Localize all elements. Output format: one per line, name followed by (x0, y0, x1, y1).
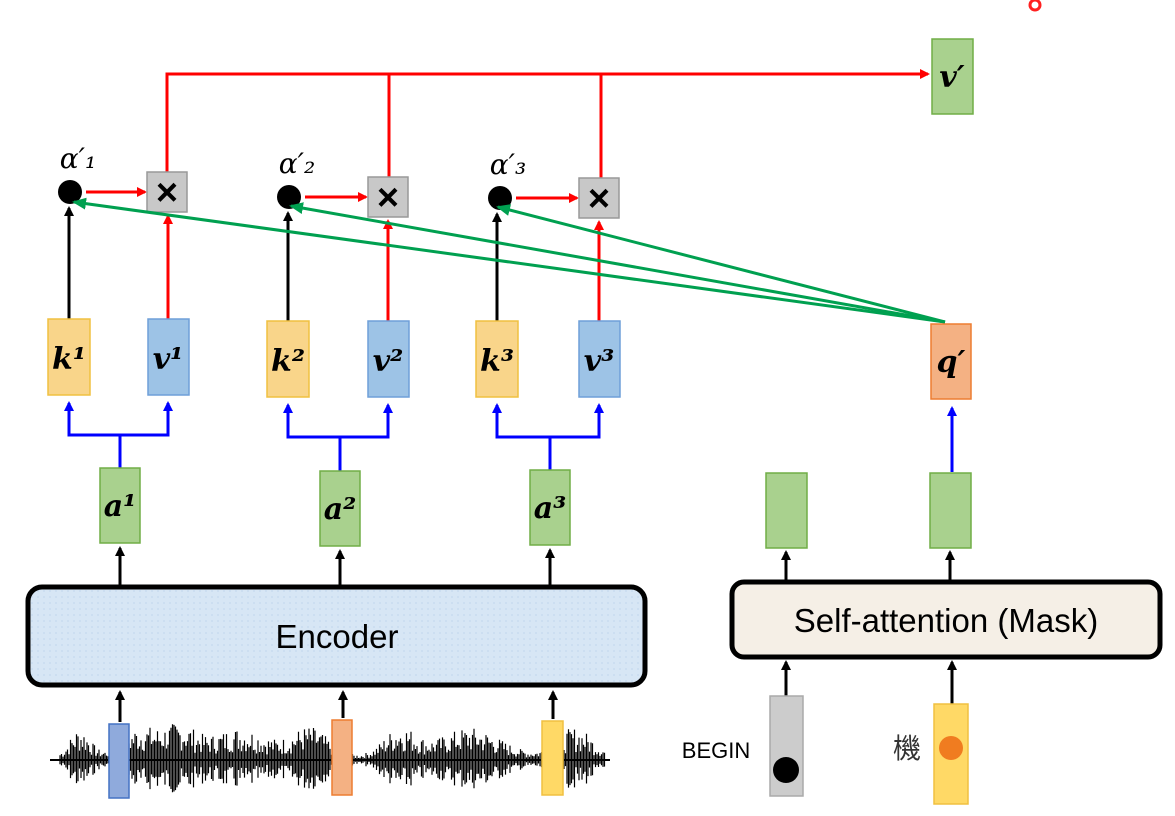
value-label-1: v¹ (153, 342, 184, 377)
self-attention-label: Self-attention (Mask) (794, 602, 1098, 639)
attention-columns: α′₁ × k¹ v¹ a¹ α′₂ × k² v² a² α′₃ × k³ v³ a³ (47, 142, 621, 587)
multiply-icon-2: × (377, 177, 399, 219)
attention-score-dot-1 (58, 180, 82, 204)
v-prime-box (931, 38, 974, 115)
attention-score-dot-3 (488, 186, 512, 210)
value-label-3: v³ (584, 344, 615, 379)
char-token-dot (939, 736, 963, 760)
projection-to-key-3 (492, 403, 552, 470)
encoder-output-box-1 (99, 467, 141, 544)
multiply-box-3 (578, 177, 620, 219)
query-line-1 (72, 197, 946, 324)
value-box-3 (578, 320, 621, 398)
char-label: 機 (893, 733, 921, 764)
projection-to-value-2 (340, 403, 393, 439)
query-q-prime: q′ (930, 323, 972, 472)
key-label-2: k² (271, 344, 305, 379)
self-attention-block: Self-attention (Mask) (729, 579, 1163, 660)
key-label-1: k¹ (52, 342, 86, 377)
encoder-output-label-2: a² (324, 492, 357, 527)
encoder-output-label-3: a³ (534, 491, 567, 526)
v-prime-label: v′ (939, 60, 964, 95)
audio-waveform (50, 724, 610, 793)
multiply-icon-3: × (588, 178, 610, 220)
multiply-icon-1: × (156, 172, 178, 214)
encoder-block: Encoder (25, 584, 648, 688)
output-v-prime: v′ (931, 38, 974, 115)
key-label-3: k³ (480, 344, 514, 379)
value-sum-lines (165, 69, 930, 182)
projection-to-value-3 (550, 403, 604, 439)
key-box-3 (475, 320, 519, 398)
projection-to-key-1 (64, 401, 122, 468)
encoder-output-box-3 (529, 469, 571, 546)
frame-marker-1 (108, 723, 130, 799)
encoder-output-label-1: a¹ (104, 489, 137, 524)
query-line-2 (289, 202, 946, 324)
query-line-3 (496, 204, 946, 324)
begin-token-dot (773, 757, 799, 783)
alpha-label-3: α′₃ (490, 148, 527, 181)
encoder-box (25, 584, 648, 688)
begin-label: BEGIN (682, 738, 750, 763)
frame-marker-2 (331, 719, 353, 796)
multiply-box-2 (367, 176, 409, 218)
query-lines (72, 197, 946, 324)
frame-marker-3 (541, 720, 564, 796)
decoder-input-begin: BEGIN (682, 695, 804, 797)
attention-score-dot-2 (277, 185, 301, 209)
q-prime-box (930, 323, 972, 400)
projection-to-key-2 (283, 403, 342, 471)
attention-column-1: α′₁ × k¹ v¹ a¹ (47, 142, 190, 587)
q-prime-label: q′ (937, 345, 966, 380)
multiply-box-1 (146, 171, 188, 213)
decoder-input-char: 機 (893, 703, 969, 805)
decoder-output-1 (765, 472, 808, 549)
projection-to-value-1 (120, 401, 173, 437)
alpha-label-1: α′₁ (60, 142, 97, 175)
value-box-2 (367, 320, 410, 398)
decoder-output-2 (929, 472, 972, 549)
cursor-indicator-icon (1028, 0, 1042, 12)
key-box-1 (47, 318, 91, 396)
encoder-output-box-2 (319, 470, 361, 547)
key-box-2 (266, 320, 310, 398)
alpha-label-2: α′₂ (279, 147, 316, 180)
self-attention-box (729, 579, 1163, 660)
sum-line-1 (165, 69, 930, 178)
attention-column-3: α′₃ × k³ v³ a³ (475, 148, 621, 587)
value-label-2: v² (373, 344, 404, 379)
value-box-1 (147, 318, 190, 396)
encoder-label: Encoder (276, 618, 399, 655)
